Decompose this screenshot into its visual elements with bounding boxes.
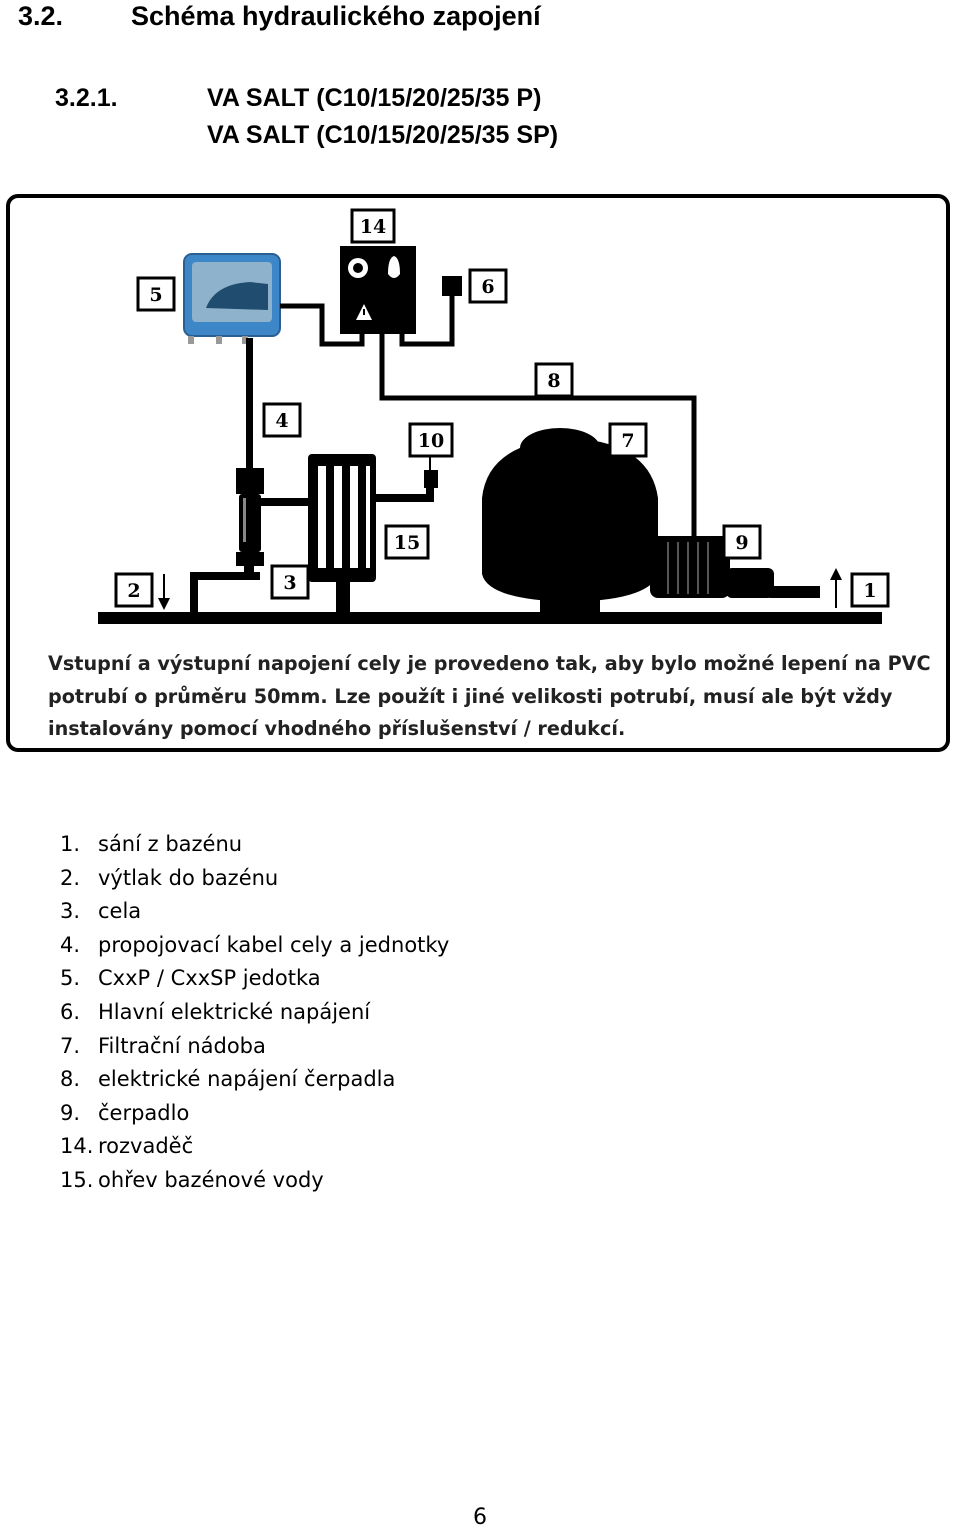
label-6: 6 xyxy=(468,268,508,304)
electrolysis-cell xyxy=(236,468,312,578)
label-1: 1 xyxy=(850,572,890,608)
legend-item: 15.ohřev bazénové vody xyxy=(60,1167,324,1192)
legend-item: 7.Filtrační nádoba xyxy=(60,1033,266,1058)
label-10: 10 xyxy=(408,422,454,458)
subsection-title-line2: VA SALT (C10/15/20/25/35 SP) xyxy=(207,121,559,149)
subsection-heading: 3.2.1. VA SALT (C10/15/20/25/35 P) VA SALT… xyxy=(55,80,558,154)
svg-text:4: 4 xyxy=(275,410,288,432)
label-2: 2 xyxy=(114,572,154,608)
hydraulic-diagram-frame: 5 14 6 8 4 10 7 15 xyxy=(6,194,950,752)
svg-text:2: 2 xyxy=(127,580,140,602)
label-3: 3 xyxy=(270,564,310,600)
label-7: 7 xyxy=(608,422,648,458)
svg-text:15: 15 xyxy=(394,532,420,554)
svg-text:1: 1 xyxy=(863,580,876,602)
label-4: 4 xyxy=(262,402,302,438)
subsection-number: 3.2.1. xyxy=(55,84,118,112)
filter-tank xyxy=(482,428,658,612)
label-9: 9 xyxy=(722,524,762,560)
cable-4 xyxy=(246,338,253,488)
diagram-caption: Vstupní a výstupní napojení cely je prov… xyxy=(48,652,931,740)
section-number: 3.2. xyxy=(18,1,64,31)
legend-item: 3.cela xyxy=(60,899,142,924)
legend-item: 4.propojovací kabel cely a jednotky xyxy=(60,932,450,957)
power-supply xyxy=(442,276,462,296)
legend-item: 5.CxxP / CxxSP jedotka xyxy=(60,966,321,991)
svg-text:7: 7 xyxy=(621,430,634,452)
page-number: 6 xyxy=(473,1505,487,1530)
legend-item: 1.sání z bazénu xyxy=(60,832,243,856)
control-unit xyxy=(183,253,281,344)
svg-text:5: 5 xyxy=(149,284,162,306)
svg-text:9: 9 xyxy=(735,532,748,554)
legend-item: 9.čerpadlo xyxy=(60,1100,190,1125)
svg-text:14: 14 xyxy=(360,216,386,238)
svg-text:3: 3 xyxy=(283,572,296,594)
pump xyxy=(650,536,820,598)
section-title: Schéma hydraulického zapojení xyxy=(131,1,541,31)
svg-text:8: 8 xyxy=(547,370,560,392)
legend-item: 6.Hlavní elektrické napájení xyxy=(60,999,371,1024)
hydraulic-diagram: 5 14 6 8 4 10 7 15 xyxy=(98,208,890,624)
ground-pipe xyxy=(98,612,882,624)
legend-item: 2.výtlak do bazénu xyxy=(60,865,279,890)
label-15: 15 xyxy=(384,524,430,560)
heater xyxy=(308,454,376,612)
cell-pipe xyxy=(190,572,260,580)
legend-item: 14.rozvaděč xyxy=(60,1134,194,1159)
label-14: 14 xyxy=(350,208,396,244)
label-5: 5 xyxy=(136,276,176,312)
component-legend: 1.sání z bazénu 2.výtlak do bazénu 3.cel… xyxy=(60,828,449,1198)
label-8: 8 xyxy=(534,362,574,398)
section-heading: 3.2. Schéma hydraulického zapojení xyxy=(18,0,541,32)
svg-text:6: 6 xyxy=(481,276,494,298)
legend-item: 8.elektrické napájení čerpadla xyxy=(60,1067,396,1092)
subsection-title-line1: VA SALT (C10/15/20/25/35 P) xyxy=(207,84,542,112)
distribution-panel xyxy=(340,246,416,334)
svg-text:10: 10 xyxy=(418,430,444,452)
